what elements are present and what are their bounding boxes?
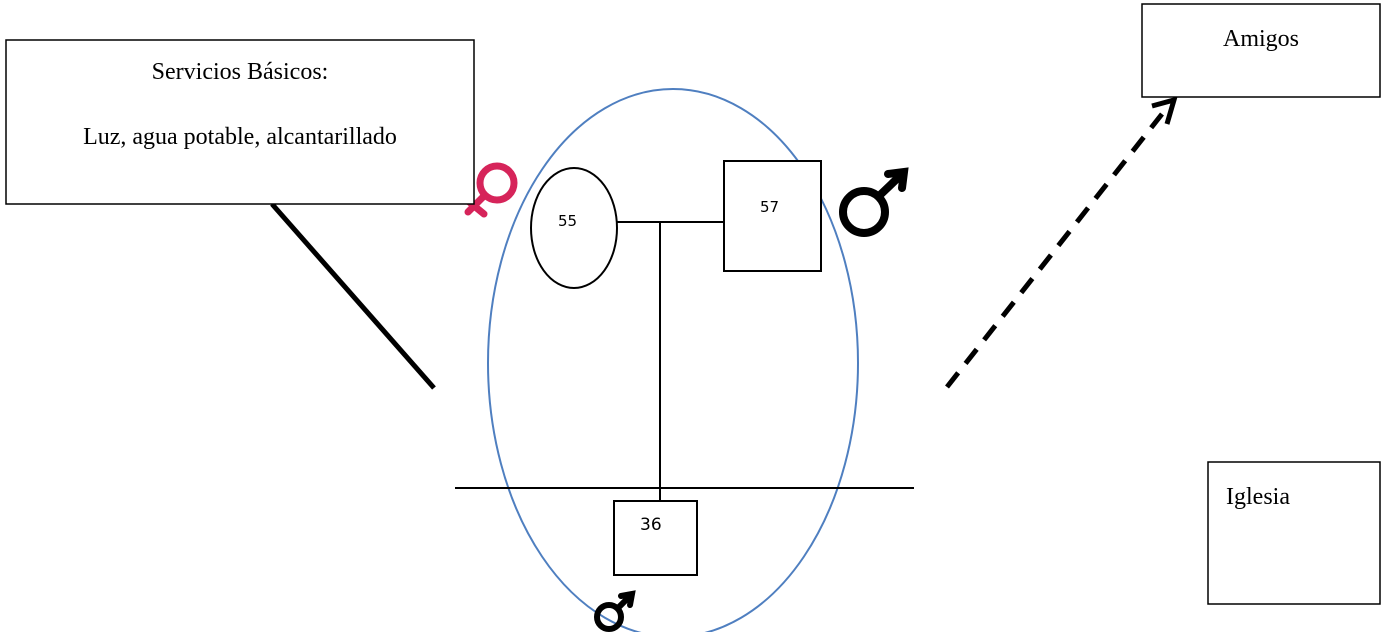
services-detail: Luz, agua potable, alcantarillado — [83, 124, 397, 150]
male-symbol-icon — [594, 590, 636, 632]
friends-label: Amigos — [1222, 26, 1299, 52]
services-connection-line — [270, 202, 436, 390]
mother-node — [530, 167, 618, 289]
father-age: 57 — [760, 198, 780, 216]
friends-connection-arrow — [945, 112, 1164, 389]
services-title: Servicios Básicos: — [151, 59, 329, 85]
father-node — [723, 160, 822, 272]
male-symbol-icon — [839, 167, 909, 237]
church-label: Iglesia — [1226, 484, 1290, 510]
son-node — [613, 500, 698, 576]
church-box — [1207, 461, 1381, 605]
mother-age: 55 — [558, 212, 578, 230]
arrowhead-icon — [1151, 96, 1178, 125]
household-ellipse — [487, 88, 859, 637]
services-box — [5, 39, 475, 205]
son-age: 36 — [640, 515, 662, 535]
friends-box — [1141, 3, 1381, 98]
